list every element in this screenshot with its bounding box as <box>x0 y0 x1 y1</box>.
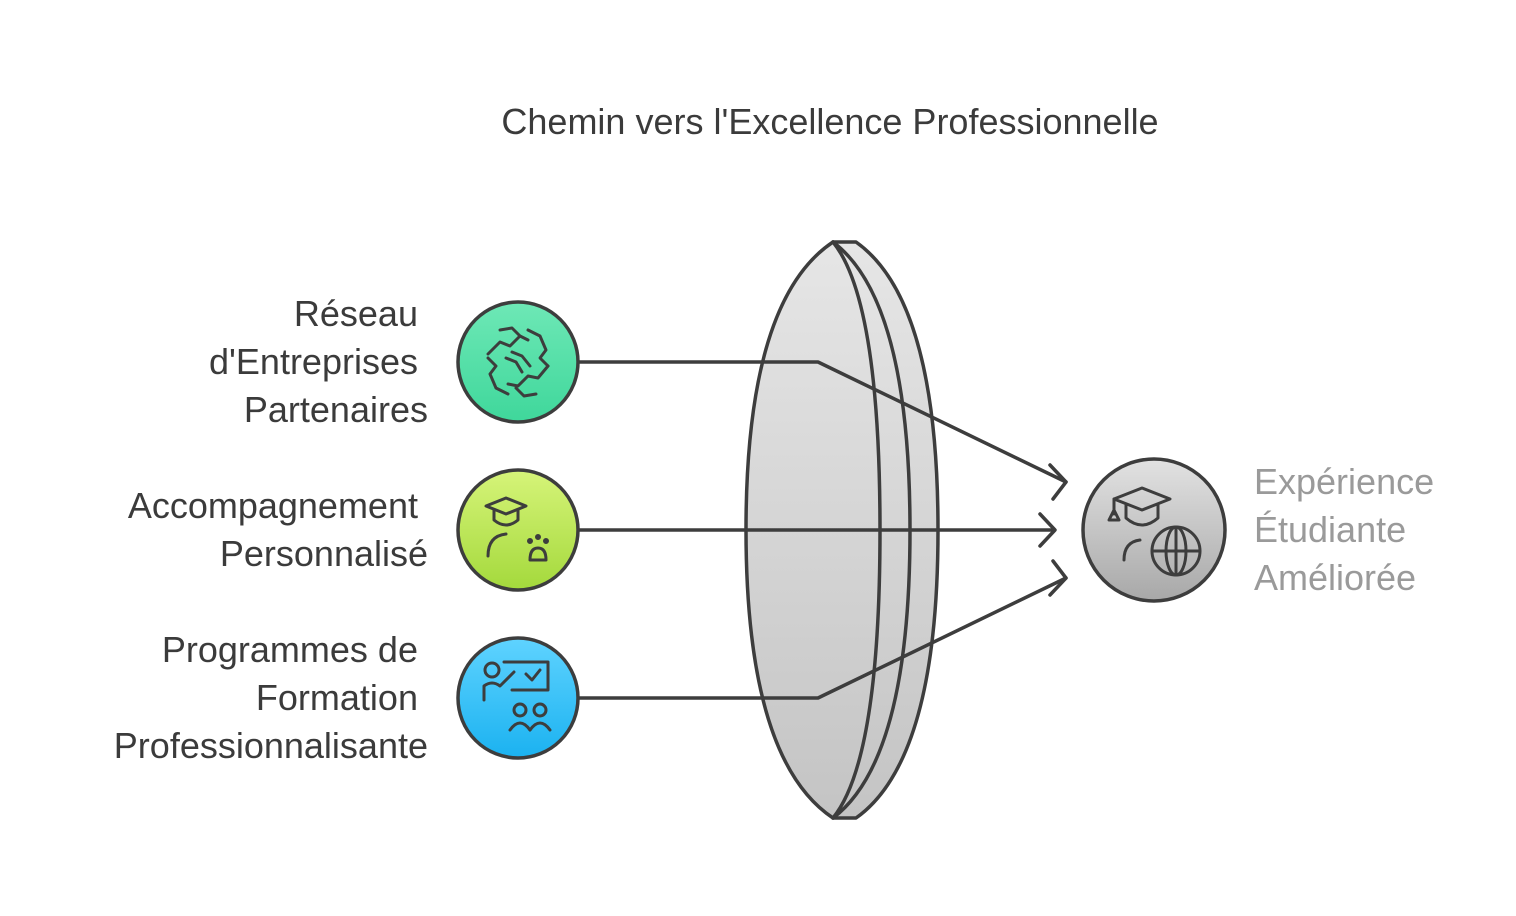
output-circle <box>1081 457 1227 603</box>
connector-arrows <box>576 360 1068 700</box>
input-label-coaching: Accompagnement Personnalisé <box>128 485 428 574</box>
graduate-globe-icon <box>1107 486 1202 577</box>
diagram-title: Chemin vers l'Excellence Professionnelle <box>501 101 1158 142</box>
mentor-icon <box>484 496 549 562</box>
arrow-input-3 <box>576 576 1068 700</box>
output-label: Expérience Étudiante Améliorée <box>1254 461 1444 598</box>
input-circle-training <box>456 636 580 760</box>
input-circle-coaching <box>456 468 580 592</box>
input-label-network: Réseau d'Entreprises Partenaires <box>209 293 428 430</box>
input-circle-network <box>456 300 580 424</box>
output-node: Expérience Étudiante Améliorée <box>1081 457 1444 603</box>
handshake-icon <box>486 326 550 398</box>
input-node-training: Programmes de Formation Professionnalisa… <box>114 629 580 766</box>
input-node-coaching: Accompagnement Personnalisé <box>128 468 580 592</box>
input-label-training: Programmes de Formation Professionnalisa… <box>114 629 428 766</box>
teaching-icon <box>482 660 552 732</box>
input-node-network: Réseau d'Entreprises Partenaires <box>209 293 580 430</box>
arrow-input-1 <box>576 360 1068 484</box>
